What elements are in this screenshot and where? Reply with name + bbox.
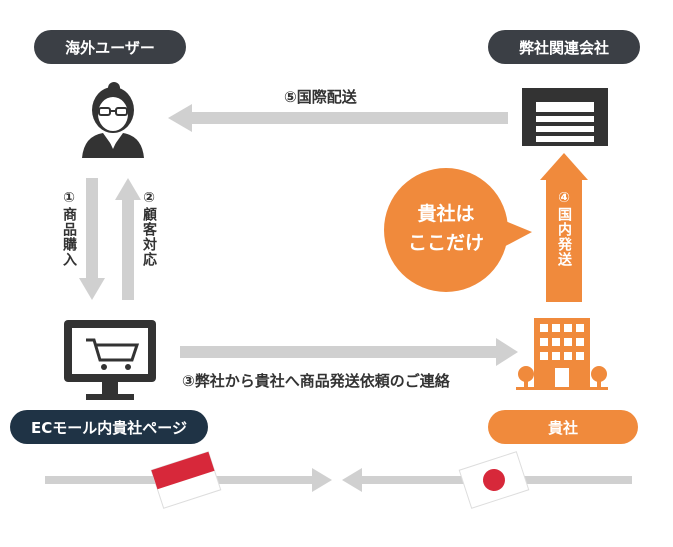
building-icon xyxy=(522,88,608,146)
international-shipping-label: ⑤国際配送 xyxy=(284,88,357,106)
japan-flag-icon xyxy=(458,451,530,509)
international-shipping-arrow xyxy=(168,104,508,132)
your-company-pill: 貴社 xyxy=(488,410,638,444)
purchase-arrow xyxy=(79,178,105,300)
overseas-user-pill: 海外ユーザー xyxy=(34,30,186,64)
your-company-label: 貴社 xyxy=(547,418,578,437)
shipping-request-label: ③弊社から貴社へ商品発送依頼のご連絡 xyxy=(182,372,450,390)
domestic-shipping-label: ④国内発送 xyxy=(556,190,572,267)
callout-text: 貴社は ここだけ xyxy=(386,200,506,257)
customer-support-arrow xyxy=(115,178,141,300)
callout-bubble xyxy=(384,168,532,292)
ec-mall-pill: ECモール内貴社ページ xyxy=(10,410,208,444)
callout-line-2: ここだけ xyxy=(407,231,484,254)
cart-monitor-icon xyxy=(64,320,156,400)
indonesia-flag-icon xyxy=(150,451,222,509)
callout-line-1: 貴社は xyxy=(417,203,475,225)
shipping-request-arrow xyxy=(180,338,518,366)
overseas-user-label: 海外ユーザー xyxy=(65,38,155,57)
purchase-label: ①商品購入 xyxy=(61,190,77,267)
customer-support-label: ②顧客対応 xyxy=(141,190,157,267)
ec-mall-label: ECモール内貴社ページ xyxy=(31,418,187,437)
domestic-shipping-arrow xyxy=(540,153,588,302)
affiliate-pill: 弊社関連会社 xyxy=(488,30,640,64)
user-icon xyxy=(82,82,144,158)
office-building-icon xyxy=(516,318,608,390)
affiliate-label: 弊社関連会社 xyxy=(518,38,609,57)
